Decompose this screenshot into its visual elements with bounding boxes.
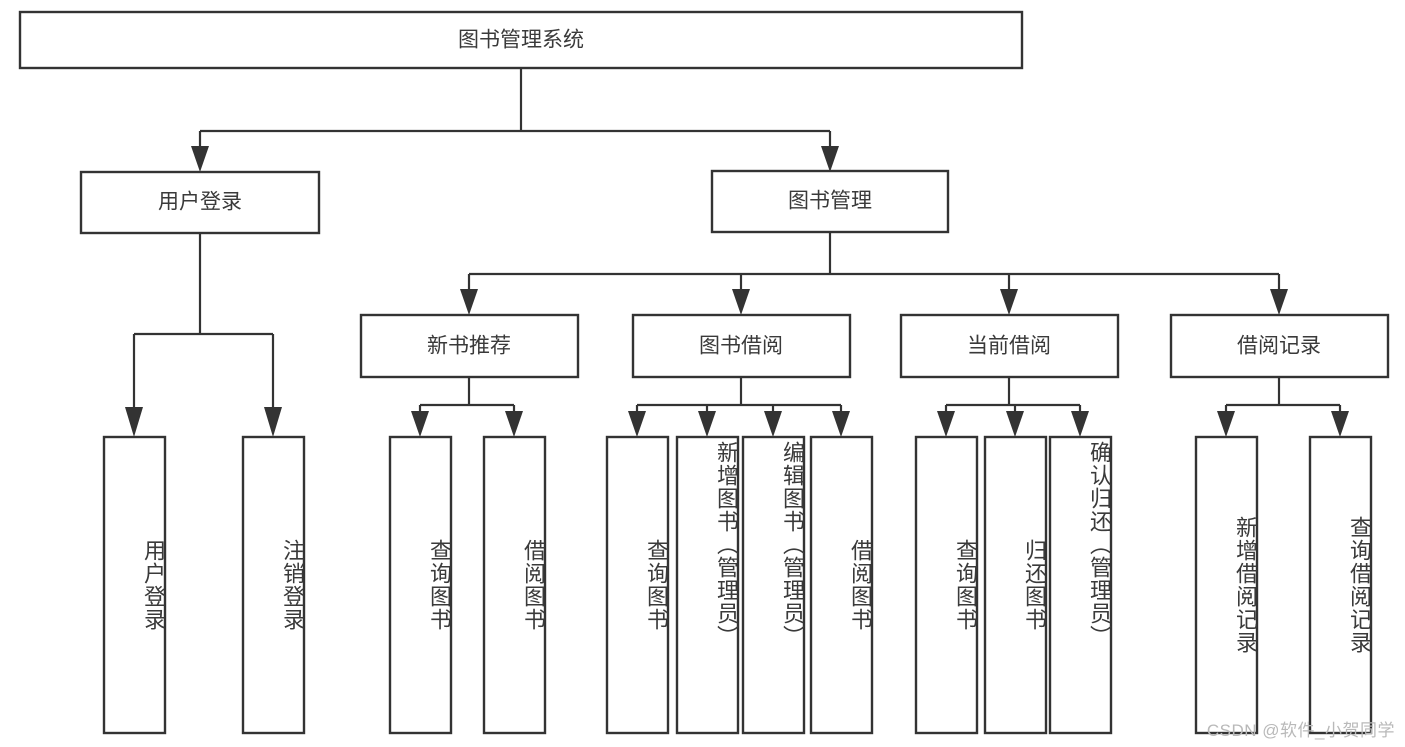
arrow-head-current-borrow <box>1000 289 1018 315</box>
arrow-head-book-manage <box>821 146 839 172</box>
node-book-manage-label: 图书管理 <box>788 190 872 213</box>
arrow-head-leaf-edit-book <box>764 411 782 437</box>
arrow-head-leaf-query-book-2 <box>628 411 646 437</box>
arrow-head-leaf-confirm-return <box>1071 411 1089 437</box>
node-book-manage-box[interactable] <box>710 169 950 234</box>
arrow-head-leaf-user-login <box>125 407 143 437</box>
leaf-borrow-book-1-box[interactable] <box>482 435 547 735</box>
node-current-borrow-box[interactable] <box>899 313 1120 379</box>
leaf-query-book-1-box[interactable] <box>388 435 453 735</box>
watermark-text: CSDN @软件_小贺同学 <box>1206 721 1395 740</box>
node-root-box[interactable] <box>18 10 1024 70</box>
arrow-head-leaf-query-book-3 <box>937 411 955 437</box>
arrow-head-leaf-add-book <box>698 411 716 437</box>
node-current-borrow-label: 当前借阅 <box>967 335 1051 358</box>
connector-layer <box>125 68 1349 437</box>
leaf-borrow-book-2-box[interactable] <box>809 435 874 735</box>
leaf-return-book-box[interactable] <box>983 435 1048 735</box>
leaf-user-login-box[interactable] <box>102 435 167 735</box>
node-borrow-record-box[interactable] <box>1169 313 1390 379</box>
node-user-login-box[interactable] <box>79 170 321 235</box>
node-user-login-label: 用户登录 <box>158 191 242 214</box>
node-new-book-recommend-box[interactable] <box>359 313 580 379</box>
arrow-head-borrow-record <box>1270 289 1288 315</box>
node-borrow-record-label: 借阅记录 <box>1237 335 1321 358</box>
leaf-logout-login-box[interactable] <box>241 435 306 735</box>
arrow-head-leaf-logout-login <box>264 407 282 437</box>
leaf-add-book-box[interactable] <box>675 435 740 735</box>
arrow-head-leaf-query-borrow-record <box>1331 411 1349 437</box>
leaf-query-book-2-box[interactable] <box>605 435 670 735</box>
arrow-head-user-login <box>191 146 209 172</box>
leaf-query-book-3-box[interactable] <box>914 435 979 735</box>
leaf-query-borrow-record-box[interactable] <box>1308 435 1373 735</box>
arrow-head-leaf-borrow-book-1 <box>505 411 523 437</box>
leaf-confirm-return-box[interactable] <box>1048 435 1113 735</box>
node-root-label: 图书管理系统 <box>458 29 584 52</box>
arrow-head-leaf-borrow-book-2 <box>832 411 850 437</box>
arrow-head-new-book-recommend <box>460 289 478 315</box>
arrow-head-book-borrow <box>732 289 750 315</box>
node-book-borrow-label: 图书借阅 <box>699 335 783 358</box>
arrow-head-leaf-return-book <box>1006 411 1024 437</box>
arrow-head-leaf-query-book-1 <box>411 411 429 437</box>
node-new-book-recommend-label: 新书推荐 <box>427 335 511 358</box>
leaf-edit-book-box[interactable] <box>741 435 806 735</box>
arrow-head-leaf-add-borrow-record <box>1217 411 1235 437</box>
leaf-add-borrow-record-box[interactable] <box>1194 435 1259 735</box>
node-book-borrow-box[interactable] <box>631 313 852 379</box>
node-layer: 图书管理系统 用户登录 图书管理 新书推荐 图书借阅 当前借阅 借阅记录 <box>18 10 1390 735</box>
